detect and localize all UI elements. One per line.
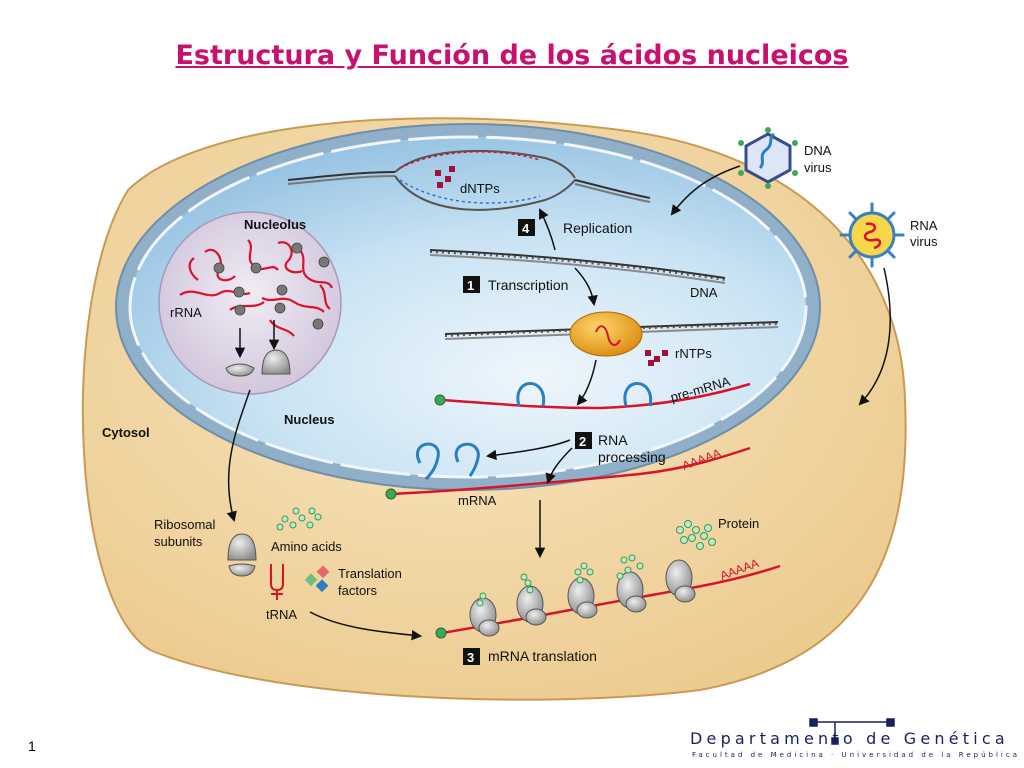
rntps-icon: [645, 350, 668, 366]
department-name: Departamento de Genética: [690, 729, 1009, 748]
cap-icon: [434, 394, 446, 406]
rna-virus-arrow: [858, 267, 891, 406]
ribosomal-subunits-label: Ribosomal: [154, 517, 216, 532]
dntps-label: dNTPs: [460, 181, 500, 196]
protein-label: Protein: [718, 516, 759, 531]
translation-factor-icon: [304, 573, 318, 587]
rna-processing-label: RNA: [598, 432, 628, 448]
spliced-intron: [454, 442, 480, 477]
rna-polymerase: [569, 311, 643, 357]
step-box-2: 2: [575, 432, 592, 449]
small-subunit-icon: [225, 363, 255, 377]
step-box-4: 4: [518, 219, 535, 236]
cap-icon: [385, 488, 397, 500]
svg-text:1: 1: [467, 278, 474, 293]
mrna-translation-label: mRNA translation: [488, 648, 597, 664]
nucleolus: [158, 211, 342, 395]
ribosomal-subunits-label-2: subunits: [154, 534, 203, 549]
amino-acids-label: Amino acids: [271, 539, 342, 554]
nucleus: [128, 135, 808, 479]
process-arrows: [226, 208, 598, 641]
mrna-label: mRNA: [458, 493, 497, 508]
replication-label: Replication: [563, 220, 632, 236]
svg-text:2: 2: [579, 434, 586, 449]
rna-virus-label: RNA: [910, 218, 938, 233]
department-logo: [809, 718, 895, 745]
trna-label: tRNA: [266, 607, 297, 622]
rrna-strands: [179, 239, 334, 337]
polysome: [469, 559, 696, 637]
protein-icon: [676, 520, 716, 550]
nascent-peptides: [476, 554, 644, 607]
dna-virus-icon: [738, 127, 798, 189]
translation-factors-label-2: factors: [338, 583, 378, 598]
department-subtitle: Facultad de Medicina · Universidad de la…: [692, 751, 1020, 759]
rna-virus-icon: [839, 202, 905, 268]
page-number: 1: [28, 738, 36, 754]
dna-virus-label: DNA: [804, 143, 832, 158]
svg-text:3: 3: [467, 650, 474, 665]
nucleus-label: Nucleus: [284, 412, 335, 427]
rna-processing-label-2: processing: [598, 449, 666, 465]
rrna-label: rRNA: [170, 305, 202, 320]
dntps-icon: [435, 166, 455, 188]
nucleolus-label: Nucleolus: [244, 217, 306, 232]
amino-acids-icon: [276, 507, 322, 531]
dna-virus-arrow: [670, 165, 741, 216]
rntps-label: rNTPs: [675, 346, 712, 361]
mrna-cytosolic: [441, 564, 781, 635]
translation-factors-label: Translation: [338, 566, 402, 581]
dna-virus-label-2: virus: [804, 160, 832, 175]
dna-replication: [287, 149, 651, 211]
translation-factor-icon: [315, 579, 329, 593]
trna-icon: [270, 564, 284, 600]
spliced-intron: [416, 442, 440, 481]
pre-mrna: [441, 382, 751, 410]
rna-virus-label-2: virus: [910, 234, 938, 249]
nucleolus-ribosomes: [213, 242, 330, 330]
mrna-nuclear: [391, 446, 751, 496]
dna-helix: [429, 249, 726, 284]
slide-title: Estructura y Función de los ácidos nucle…: [175, 40, 849, 71]
step-box-3: 3: [463, 648, 480, 665]
ribosome-large-icon: [227, 533, 257, 561]
cap-icon: [435, 627, 447, 639]
dna-label: DNA: [690, 285, 718, 300]
transcription-label: Transcription: [488, 277, 568, 293]
ribosome-small-icon: [228, 563, 256, 577]
translation-factor-icon: [316, 565, 330, 579]
step-box-1: 1: [463, 276, 480, 293]
svg-text:4: 4: [522, 221, 530, 236]
cytosol-label: Cytosol: [102, 425, 150, 440]
